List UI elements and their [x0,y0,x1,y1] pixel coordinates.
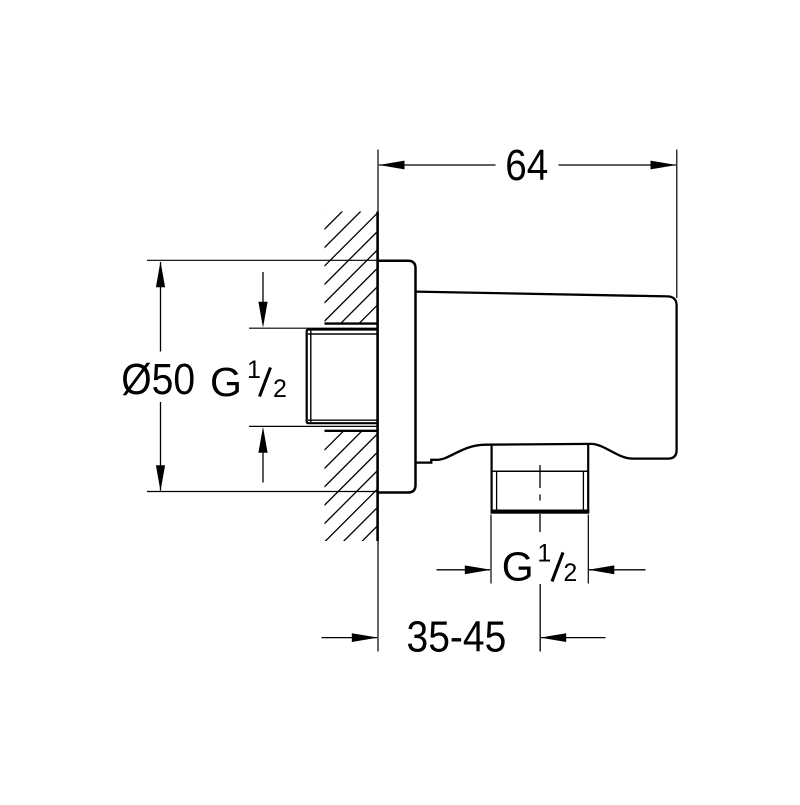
svg-text:G: G [210,359,242,405]
svg-text:2: 2 [273,375,287,403]
svg-text:35-45: 35-45 [407,613,507,661]
svg-text:Ø50: Ø50 [121,355,195,403]
svg-text:64: 64 [505,141,548,190]
svg-text:2: 2 [563,559,577,587]
svg-text:G: G [502,543,534,589]
svg-text:1: 1 [247,356,261,384]
svg-text:1: 1 [537,540,551,568]
